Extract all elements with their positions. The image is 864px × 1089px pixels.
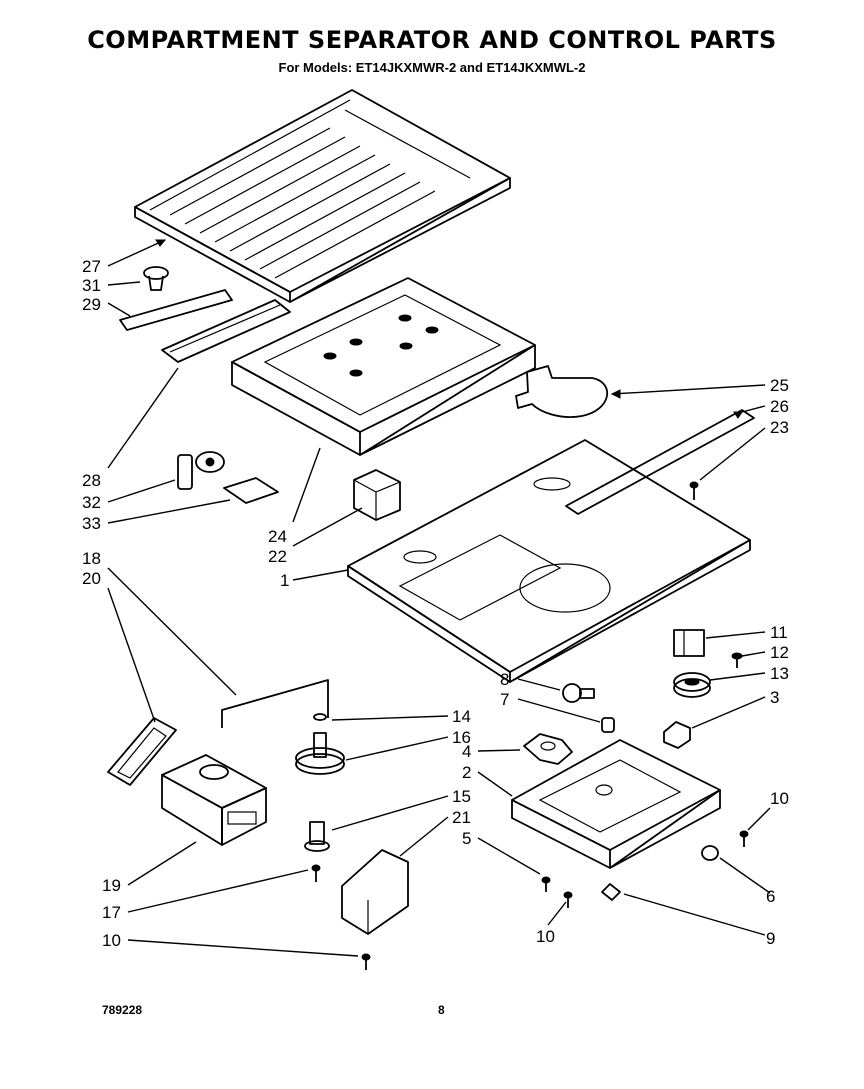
part-3-switch (663, 721, 691, 749)
part-29-strip (119, 289, 233, 331)
callout-10-middle: 10 (536, 927, 555, 946)
part-15-bushing (304, 821, 330, 852)
callout-2: 2 (462, 763, 471, 782)
callout-6: 6 (766, 887, 775, 906)
part-22-block (353, 469, 401, 521)
part-7-socket (601, 717, 615, 733)
part-5-screw (541, 876, 551, 892)
callout-33: 33 (82, 514, 101, 533)
callout-11: 11 (770, 623, 788, 642)
page-number: 8 (438, 1003, 445, 1017)
callout-3: 3 (770, 688, 779, 707)
callout-1: 1 (280, 571, 289, 590)
callout-16: 16 (452, 728, 471, 747)
part-27-shelf-grille (134, 89, 511, 303)
part-9-foot (601, 883, 621, 901)
part-13-knob (673, 672, 711, 698)
callout-22: 22 (268, 547, 287, 566)
callout-20: 20 (82, 569, 101, 588)
callout-4: 4 (462, 742, 471, 761)
part-20-gasket-frame (107, 717, 177, 786)
callout-28: 28 (82, 471, 101, 490)
part-28-rail (161, 299, 291, 363)
callout-10-left: 10 (102, 931, 121, 950)
callout-24: 24 (268, 527, 287, 546)
callout-5: 5 (462, 829, 471, 848)
callout-15: 15 (452, 787, 471, 806)
callout-14: 14 (452, 707, 471, 726)
callout-10-right: 10 (770, 789, 789, 808)
page-title: COMPARTMENT SEPARATOR AND CONTROL PARTS (87, 26, 777, 54)
part-25-damper-plate (515, 365, 608, 418)
callout-19: 19 (102, 876, 121, 895)
part-11-switch (673, 629, 705, 657)
callout-13: 13 (770, 664, 789, 683)
part-10-screw-lower (361, 953, 371, 970)
callout-labels: 27 31 29 28 32 33 24 22 1 25 26 23 18 20… (82, 257, 789, 950)
callout-8: 8 (500, 670, 509, 689)
part-14-clip (313, 713, 327, 721)
model-subtitle: For Models: ET14JKXMWR-2 and ET14JKXMWL-… (278, 60, 586, 75)
part-12-screw (731, 652, 743, 668)
part-1-separator-panel (347, 439, 751, 683)
callout-25: 25 (770, 376, 789, 395)
part-18-wire (221, 679, 329, 728)
part-23-screw (689, 481, 699, 500)
part-8-bulb (562, 683, 595, 703)
reference-number: 789228 (102, 1003, 143, 1017)
callout-23: 23 (770, 418, 789, 437)
callout-31: 31 (82, 276, 101, 295)
leader-lines (107, 239, 771, 957)
callout-29: 29 (82, 295, 101, 314)
callout-9: 9 (766, 929, 775, 948)
part-33-clip (223, 477, 279, 504)
part-26-gasket-strip (565, 409, 755, 515)
part-6-grommet (701, 845, 719, 861)
part-10-screw-right (739, 830, 749, 847)
callout-21: 21 (452, 808, 471, 827)
callout-32: 32 (82, 493, 101, 512)
part-10-screw-middle (563, 891, 573, 908)
part-2-control-tray (511, 739, 721, 869)
part-19-control-housing (161, 754, 267, 846)
part-4-light-housing (523, 733, 573, 765)
callout-26: 26 (770, 397, 789, 416)
callout-12: 12 (770, 643, 789, 662)
callout-27: 27 (82, 257, 101, 276)
part-17-screw (311, 864, 321, 882)
callout-17: 17 (102, 903, 121, 922)
part-31-knob (143, 266, 169, 291)
part-21-bracket (341, 849, 409, 935)
callout-7: 7 (500, 690, 509, 709)
part-32-bracket (177, 451, 225, 490)
part-24-separator-tray (231, 277, 536, 456)
part-16-thermostat (295, 732, 345, 775)
callout-18: 18 (82, 549, 101, 568)
